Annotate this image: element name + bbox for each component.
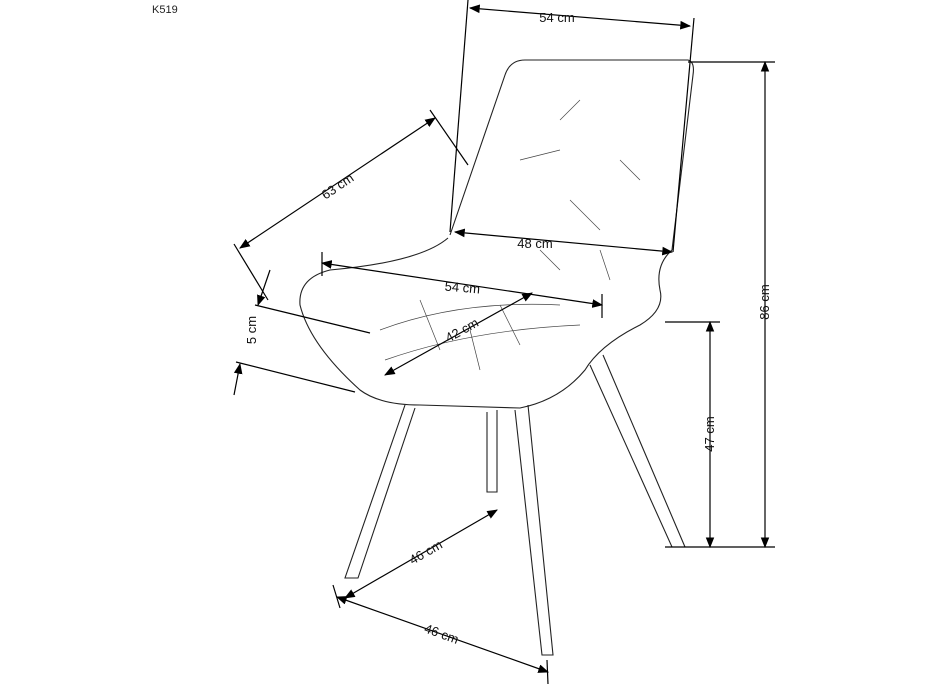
- model-code: K519: [152, 4, 178, 16]
- leg-back-left: [486, 410, 498, 493]
- seat-depth-label: 42 cm: [443, 315, 481, 345]
- seat: [299, 237, 673, 409]
- seat-width-label: 54 cm: [444, 279, 481, 297]
- total-height-label: 86 cm: [757, 284, 772, 319]
- back-width-label: 54 cm: [539, 10, 574, 25]
- backrest: [449, 59, 694, 251]
- chair-outline: [299, 59, 694, 656]
- leg-front-left: [344, 404, 416, 579]
- dimension-labels: 54 cm 86 cm 47 cm 63 cm 48 cm 54 cm 42 c…: [244, 10, 772, 647]
- leg-width-label: 46 cm: [422, 621, 460, 647]
- seat-thickness-label: 5 cm: [244, 316, 259, 344]
- dimension-lines: [233, 0, 775, 685]
- seat-tufting: [379, 99, 641, 371]
- seat-height-label: 47 cm: [702, 416, 717, 451]
- diagonal-depth-label: 63 cm: [319, 170, 357, 202]
- leg-back-right: [589, 354, 686, 548]
- leg-depth-label: 46 cm: [407, 537, 445, 568]
- leg-front-right: [514, 404, 554, 656]
- back-inner-width-label: 48 cm: [517, 236, 552, 251]
